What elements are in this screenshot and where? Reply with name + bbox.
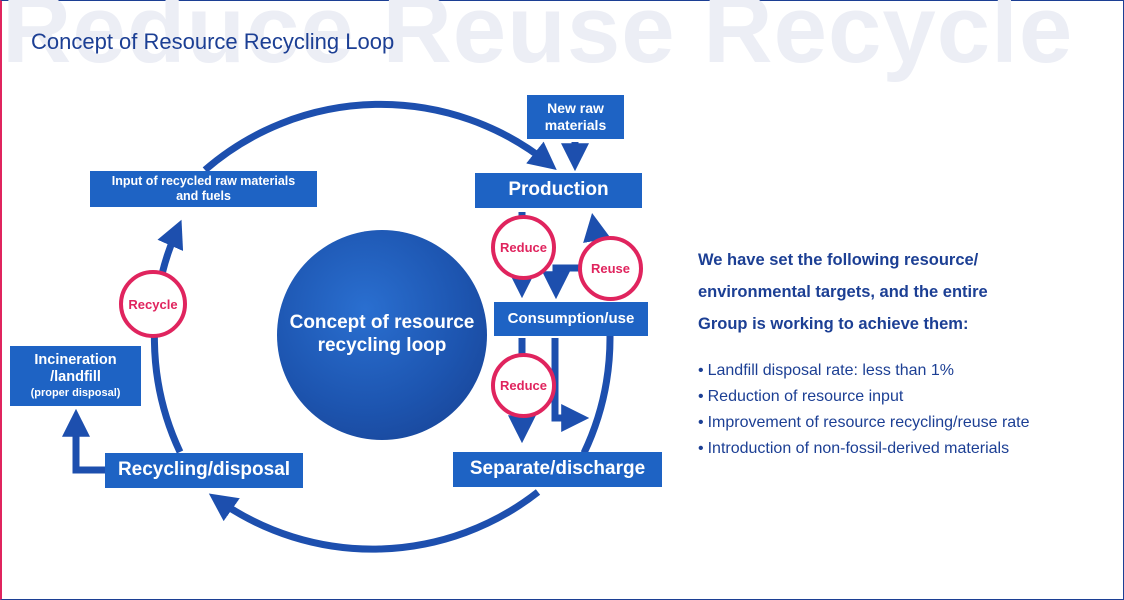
incineration-title: Incineration /landfill [34,351,117,385]
list-item: Landfill disposal rate: less than 1% [698,358,1108,384]
reduce-tag-bottom: Reduce [491,353,556,418]
recycle-tag: Recycle [119,270,187,338]
new-raw-materials-box: New raw materials [527,95,624,139]
incineration-note: (proper disposal) [30,387,121,400]
arrow-right-icon [551,338,590,432]
recycling-disposal-box: Recycling/disposal [105,453,303,488]
incineration-box: Incineration /landfill (proper disposal) [10,346,141,406]
loop-arrow-icon [150,219,184,454]
arrow-down-icon [542,264,582,300]
reduce-tag-top: Reduce [491,215,556,280]
loop-arrow-icon [580,335,614,455]
loop-arrow-icon [208,489,541,553]
input-recycled-box: Input of recycled raw materials and fuel… [90,171,317,207]
page-title: Concept of Resource Recycling Loop [31,29,395,54]
arrow-up-icon [62,408,106,474]
targets-intro: We have set the following resource/ envi… [698,251,988,333]
watermark: Reduce Reuse Recycle [2,0,1074,83]
separate-discharge-box: Separate/discharge [453,452,662,487]
targets-panel: We have set the following resource/ envi… [698,244,1108,462]
production-box: Production [475,173,642,208]
list-item: Introduction of non-fossil-derived mater… [698,436,1108,462]
loop-arrow-icon [202,100,557,173]
list-item: Reduction of resource input [698,384,1108,410]
consumption-box: Consumption/use [494,302,648,336]
targets-list: Landfill disposal rate: less than 1% Red… [698,358,1108,462]
center-circle: Concept of resource recycling loop [277,230,487,440]
list-item: Improvement of resource recycling/reuse … [698,410,1108,436]
reuse-tag: Reuse [578,236,643,301]
